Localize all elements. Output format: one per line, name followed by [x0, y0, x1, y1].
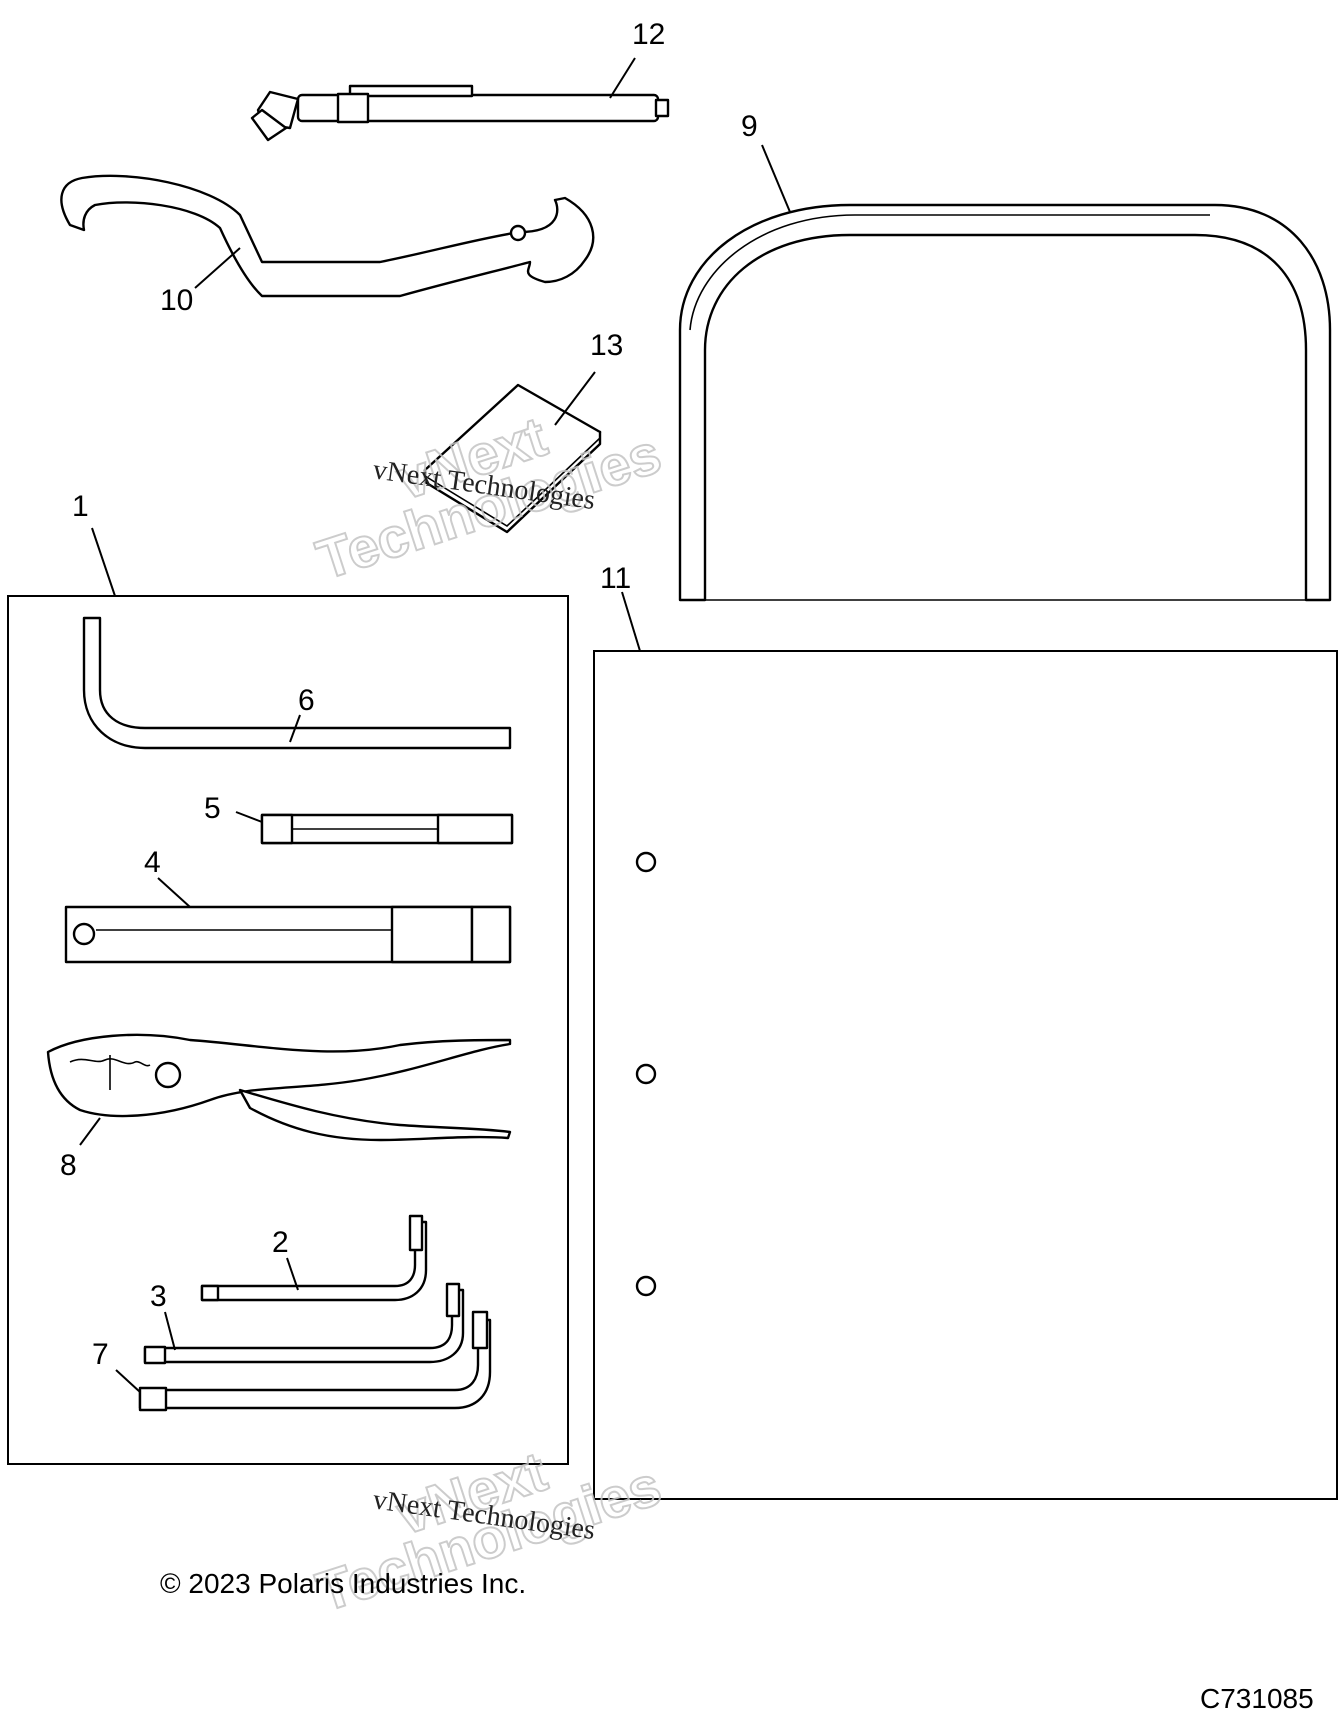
part-11-manual [593, 650, 1338, 1500]
callout-2: 2 [272, 1226, 289, 1259]
callout-3: 3 [150, 1280, 167, 1313]
callout-13: 13 [590, 329, 623, 362]
part-9-handle-bar [678, 203, 1332, 602]
callout-12: 12 [632, 18, 665, 51]
callout-9: 9 [741, 110, 758, 143]
part-2-torx-key [200, 1214, 428, 1302]
copyright-notice: © 2023 Polaris Industries Inc. [160, 1568, 526, 1599]
callout-5: 5 [204, 792, 221, 825]
callout-10: 10 [160, 284, 193, 317]
leader-lines [79, 57, 791, 1393]
callout-6: 6 [298, 684, 315, 717]
callouts: 12 9 10 13 1 11 6 5 4 8 2 3 7 [60, 18, 758, 1371]
part-3-torx-key [143, 1282, 465, 1365]
callout-7: 7 [92, 1338, 109, 1371]
part-10-spanner-wrench [60, 174, 595, 298]
callout-4: 4 [144, 846, 161, 879]
part-7-torx-key [138, 1310, 492, 1412]
part-6-hex-key [82, 616, 512, 750]
part-5-socket [260, 813, 514, 845]
part-4-plug-wrench [64, 905, 512, 964]
part-8-pliers [46, 1033, 512, 1142]
part-12-tire-gauge [250, 84, 670, 142]
part-13-small-package [423, 383, 602, 534]
figure-code: C731085 [1200, 1683, 1314, 1714]
callout-11: 11 [600, 562, 631, 595]
tool-kit-box [7, 595, 569, 1465]
callout-8: 8 [60, 1149, 77, 1182]
callout-1: 1 [72, 490, 89, 523]
